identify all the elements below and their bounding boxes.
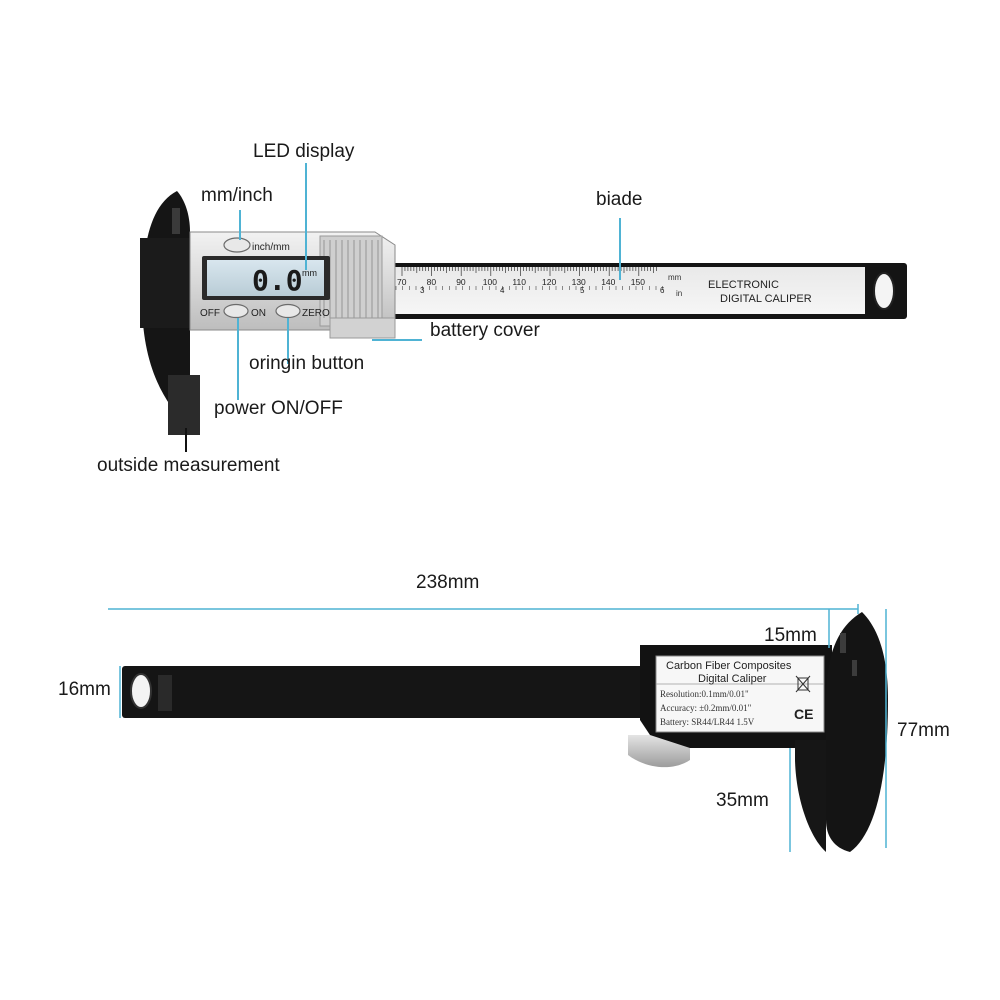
back-wheel [628,735,690,768]
in-unit-label: in [676,289,682,298]
inch-scale-number: 3 [420,286,425,295]
mm-scale-number: 100 [483,277,497,287]
battery-cover [329,317,396,339]
length-dimension: 238mm [416,572,480,593]
back-fixed-jaw [826,612,888,852]
brand-line-2: DIGITAL CALIPER [720,293,812,305]
jaw-depth-dimension: 35mm [716,790,769,811]
power-button[interactable] [223,303,249,319]
on-label: ON [251,308,266,319]
label-resolution: Resolution:0.1mm/0.01" [660,689,749,699]
outside-measurement-callout: outside measurement [97,455,280,476]
battery-cover-callout: battery cover [430,320,540,341]
inch-mm-button[interactable] [223,237,251,253]
back-jaw-slot [840,633,846,653]
lcd-unit: mm [302,268,317,278]
mm-scale-number: 110 [512,277,526,287]
dimension-lines [108,604,887,852]
power-callout: power ON/OFF [214,398,343,419]
inch-scale-ticks: 3 4 5 6 [395,286,665,295]
zero-label: ZERO [302,308,330,319]
mm-scale-number: 80 [427,277,437,287]
back-jaw-slot-2 [852,660,857,676]
back-spec-label [655,655,825,733]
beam-blade [385,267,865,314]
jaw-slot [172,208,180,234]
blade-callout: biade [596,189,643,210]
off-label: OFF [200,308,220,319]
front-caliper: 70 80 90 100 110 120 130 140 150 3 4 5 6 inch/mm 0.… [140,191,907,435]
label-line-1: Carbon Fiber Composites [666,660,792,672]
brand-line-1: ELECTRONIC [708,279,779,291]
mm-unit-label: mm [668,273,682,282]
mm-scale-number: 150 [631,277,645,287]
mm-scale-number: 90 [456,277,466,287]
inch-scale-number: 4 [500,286,505,295]
fixed-jaw-block [140,238,192,328]
mm-scale-ticks: 70 80 90 100 110 120 130 140 150 [397,267,657,287]
origin-button-callout: oringin button [249,353,365,374]
jaw-lower-block [168,375,200,435]
inch-mm-button-label: inch/mm [252,242,290,253]
beam-end-hole [873,272,895,310]
weee-bin-icon [795,675,811,693]
jaw-small-dimension: 15mm [764,625,817,646]
back-beam-hole [130,673,152,709]
mm-scale-number: 130 [572,277,586,287]
back-moving-jaw [795,740,826,852]
back-caliper: Carbon Fiber Composites Digital Caliper … [122,612,888,852]
label-line-2: Digital Caliper [698,673,767,685]
mm-scale-number: 70 [397,277,407,287]
ce-mark-icon: CE [794,706,813,722]
beam-width-dimension: 16mm [58,679,111,700]
lcd-screen [207,260,324,296]
back-beam-tab [158,675,172,711]
mm-scale-number: 120 [542,277,556,287]
back-beam [122,666,662,718]
lcd-reading: 0.0 [252,264,303,297]
mm-inch-callout: mm/inch [201,185,273,206]
label-battery: Battery: SR44/LR44 1.5V [660,717,755,727]
mm-scale-number: 140 [601,277,615,287]
zero-button[interactable] [275,303,301,319]
inch-scale-number: 5 [580,286,585,295]
led-display-callout: LED display [253,141,355,162]
label-accuracy: Accuracy: ±0.2mm/0.01" [660,703,752,713]
inch-scale-number: 6 [660,286,665,295]
front-callout-lines [185,163,621,452]
total-height-dimension: 77mm [897,720,950,741]
